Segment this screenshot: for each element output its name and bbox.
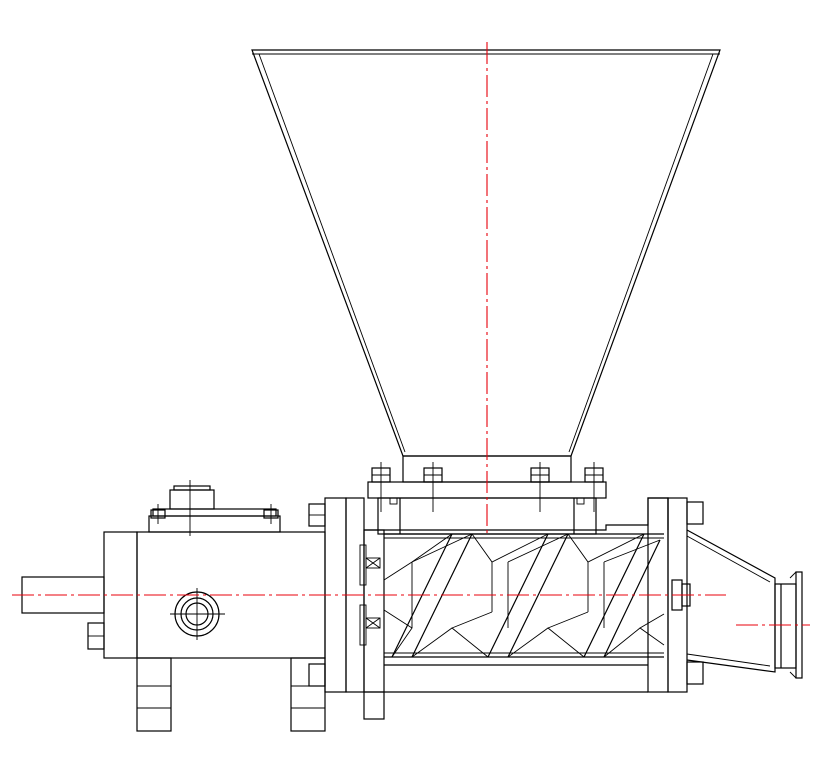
- bolt: [530, 462, 550, 512]
- cover-screw: [263, 504, 279, 524]
- center-lines: [12, 42, 810, 626]
- bolt: [371, 462, 391, 512]
- gearbox-feet: [136, 657, 326, 732]
- hopper: [251, 49, 721, 483]
- sight-glass: [170, 588, 225, 640]
- bolt: [584, 462, 604, 512]
- cover-screw: [150, 504, 166, 524]
- discharge-cone: [686, 529, 776, 673]
- gearbox-top-cover: [148, 480, 281, 536]
- bolt: [423, 462, 443, 512]
- flange-bolts: [371, 462, 604, 512]
